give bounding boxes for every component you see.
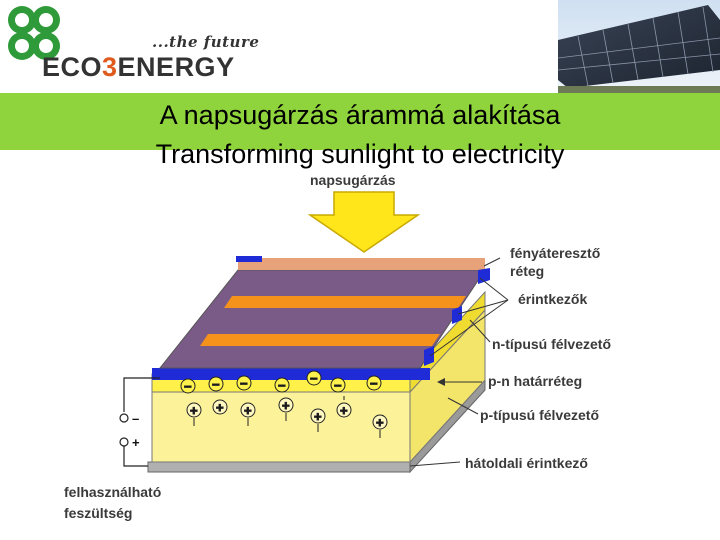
brand-tagline: ...the future (152, 33, 260, 51)
electron-3: − (236, 375, 252, 392)
svg-text:−: − (240, 376, 248, 391)
terminal-plus-label: + (132, 435, 140, 450)
top-blue-strip (236, 256, 262, 262)
svg-text:+: + (190, 403, 198, 418)
terminal-minus-label: – (132, 411, 139, 426)
hole-5: + (310, 408, 326, 425)
wordmark-part2: ENERGY (117, 52, 235, 82)
leader-lines (409, 257, 509, 467)
svg-text:+: + (244, 403, 252, 418)
electron-6: − (330, 377, 346, 394)
label-p-type: p-típusú félvezető (480, 407, 599, 423)
label-n-type: n-típusú félvezető (492, 336, 611, 352)
solar-panel-photo (558, 0, 720, 93)
front-contact-base (152, 368, 430, 380)
electron-charges: − − − − − − − (180, 370, 382, 395)
side-contact-2 (452, 306, 462, 324)
electron-2: − (208, 376, 224, 393)
label-usable-voltage-line2: feszültség (64, 505, 132, 521)
svg-text:+: + (314, 409, 322, 424)
electron-4: − (274, 377, 290, 394)
svg-text:+: + (340, 403, 348, 418)
contact-finger-2 (200, 334, 440, 346)
transparent-layer-edge (238, 258, 485, 270)
svg-text:−: − (184, 379, 192, 394)
label-usable-voltage-line1: felhasználható (64, 484, 161, 500)
external-circuit (119, 377, 160, 467)
hole-6: + (336, 402, 352, 419)
label-pn-junction: p-n határréteg (488, 373, 582, 389)
contact-finger-1 (224, 296, 466, 308)
header: ...the future ECO3ENERGY (0, 0, 720, 95)
label-transparent-layer-line1: fényáteresztő (510, 245, 600, 261)
title-band (0, 93, 720, 150)
wordmark-part1: ECO (42, 52, 103, 82)
slide-title-english: Transforming sunlight to electricity (155, 139, 565, 169)
clover-logo-icon (8, 6, 60, 60)
electron-5: − (306, 370, 322, 387)
hole-charges: + + + + + + + (186, 397, 388, 431)
hole-7: + (372, 414, 388, 431)
hole-2: + (212, 399, 228, 416)
electron-1: − (180, 378, 196, 395)
svg-text:−: − (370, 376, 378, 391)
label-transparent-layer-line2: réteg (510, 263, 544, 279)
side-contact-1 (478, 268, 490, 284)
svg-text:−: − (212, 377, 220, 392)
back-contact-layer (147, 461, 411, 473)
svg-text:−: − (310, 371, 318, 386)
hole-1: + (186, 402, 202, 419)
label-back-contact: hátoldali érintkező (465, 455, 588, 471)
sunlight-label: napsugárzás (310, 172, 396, 188)
svg-text:+: + (216, 400, 224, 415)
wordmark-accent: 3 (102, 52, 118, 82)
svg-text:−: − (334, 378, 342, 393)
sunlight-arrow-icon (307, 191, 421, 253)
hole-3: + (240, 402, 256, 419)
side-contact-3 (424, 346, 434, 366)
hole-4: + (278, 397, 294, 414)
charge-drift-arrows (193, 396, 381, 438)
svg-text:+: + (376, 415, 384, 430)
solar-cell-diagram: napsugárzás − − − − − − − + + + + + + + (64, 172, 611, 521)
brand-wordmark: ECO3ENERGY (42, 52, 235, 83)
electron-7: − (366, 375, 382, 392)
slide-title-hungarian: A napsugárzás árammá alakítása (159, 100, 561, 130)
svg-text:−: − (278, 378, 286, 393)
label-contacts: érintkezők (518, 291, 587, 307)
svg-text:+: + (282, 398, 290, 413)
